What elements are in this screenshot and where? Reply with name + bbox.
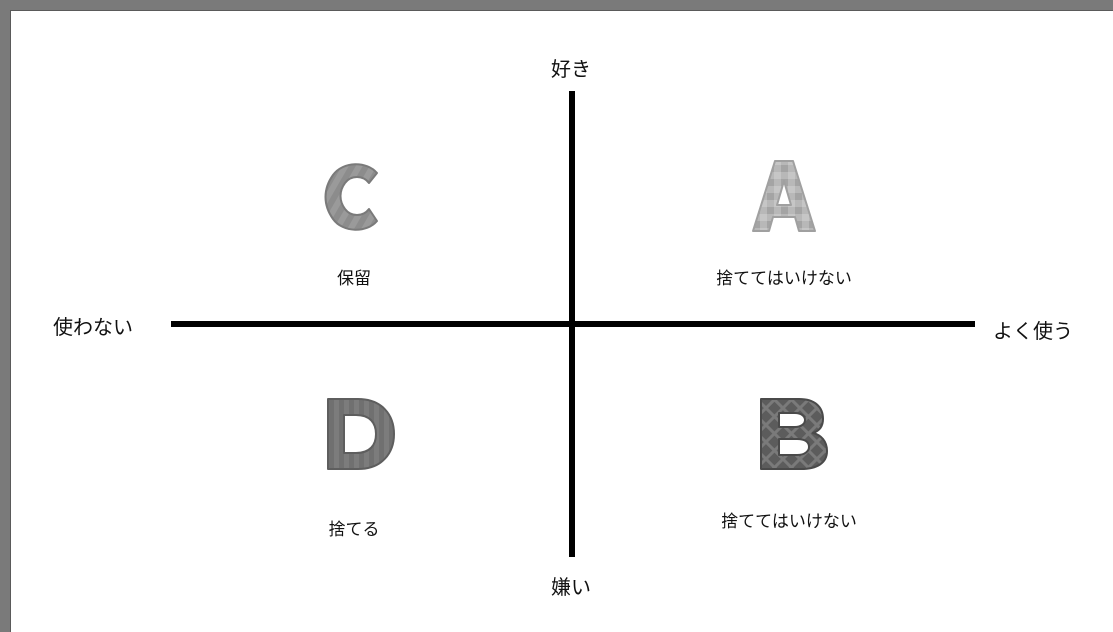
axis-label-like: 好き [551,57,591,81]
letter-b-icon [749,389,839,479]
axis-label-dislike: 嫌い [551,575,591,599]
quadrant-label-b: 捨ててはいけない [721,512,857,532]
axis-label-not-use: 使わない [53,315,133,339]
quadrant-label-c: 保留 [337,269,371,289]
letter-d-icon [314,389,404,479]
quadrant-label-d: 捨てる [328,520,380,540]
letter-c-icon [309,151,399,241]
quadrant-diagram: 好き 嫌い 使わない よく使う [10,10,1113,632]
axis-label-use-often: よく使う [993,319,1073,343]
letter-a-icon [739,151,829,241]
horizontal-axis-line [171,321,975,327]
quadrant-label-a: 捨ててはいけない [716,269,852,289]
